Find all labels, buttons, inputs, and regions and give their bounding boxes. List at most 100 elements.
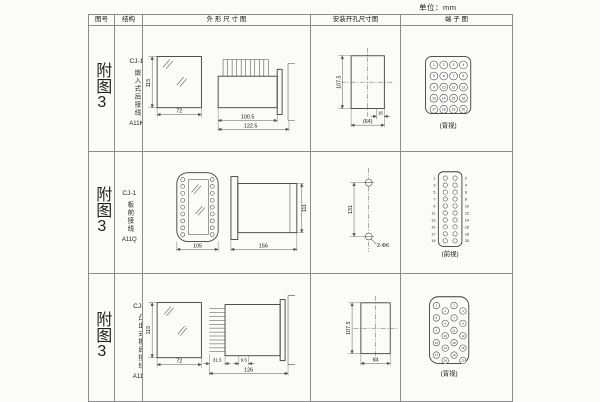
outline-drawing-a11h: 115 72 31.5 9.5 126	[146, 294, 295, 375]
svg-text:19: 19	[452, 353, 456, 357]
svg-text:16: 16	[461, 96, 465, 100]
side-view: 100.5 122.5	[216, 58, 295, 131]
dim-body-label: 100.5	[240, 114, 254, 120]
svg-text:6: 6	[444, 321, 446, 325]
svg-text:9: 9	[435, 328, 437, 332]
table-row-a11h: 附图3 CJ-1 凸出式板后接线 A11H 115 72	[88, 273, 513, 402]
dim-cutout-height: 107.5	[336, 75, 342, 88]
svg-text:1: 1	[433, 176, 435, 180]
svg-text:2: 2	[464, 176, 466, 180]
svg-text:11: 11	[452, 328, 455, 332]
svg-text:10: 10	[441, 85, 445, 89]
svg-text:9: 9	[432, 85, 434, 89]
svg-text:12: 12	[461, 85, 465, 89]
unit-label: 单位：mm	[419, 3, 457, 12]
col-header-structure: 结构	[114, 14, 143, 26]
dim-cutout-width: (64)	[362, 119, 372, 125]
svg-text:20: 20	[461, 107, 465, 111]
dim-length-label: 156	[258, 243, 267, 249]
col-header-outline: 外 形 尺 寸 图	[142, 14, 311, 26]
structure-desc: 凸出式板后接线	[136, 314, 143, 370]
svg-text:15: 15	[451, 96, 455, 100]
figure-cell: 附图3	[88, 273, 115, 402]
figure-ref: 附图3	[93, 61, 111, 111]
svg-text:5: 5	[435, 316, 437, 320]
structure-desc: 板前接线	[125, 201, 133, 233]
front-view: 115 72	[146, 55, 202, 118]
structure-desc: 嵌入式后接线	[132, 69, 140, 117]
side-view: 156 111	[229, 175, 308, 251]
type-code: A11Q	[121, 237, 137, 243]
figure-ref: 附图3	[93, 310, 111, 360]
figure-cell: 附图3	[88, 151, 115, 274]
mounting-drawing-a11q: 131 2-Φ6	[348, 167, 389, 252]
dim-height-label: 111	[302, 203, 308, 211]
svg-text:15: 15	[431, 225, 435, 229]
outline-drawing-a11k: 115 72 100.5 122.5	[146, 55, 295, 131]
svg-text:4: 4	[462, 309, 464, 313]
svg-text:13: 13	[434, 340, 438, 344]
svg-text:19: 19	[431, 239, 435, 243]
mounting-cell: 107.5 64	[310, 273, 401, 402]
outline-cell: 115 72 100.5 122.5	[142, 25, 311, 152]
dim-width-label: 72	[176, 108, 182, 114]
svg-text:15: 15	[452, 340, 456, 344]
svg-text:18: 18	[443, 358, 447, 362]
svg-text:14: 14	[441, 96, 445, 100]
dim-total-label: 126	[244, 367, 253, 373]
dim-cutout-width: 64	[372, 357, 378, 363]
svg-text:11: 11	[431, 211, 435, 215]
side-view: 31.5 9.5 126	[202, 294, 295, 375]
svg-text:7: 7	[453, 316, 455, 320]
dim-cutout-height: 107.5	[346, 321, 352, 334]
svg-text:7: 7	[452, 74, 454, 78]
svg-text:5: 5	[433, 190, 435, 194]
model-label: CJ-1	[129, 58, 143, 65]
svg-text:3: 3	[452, 63, 454, 67]
mounting-cell: 107.5 16 (64)	[310, 25, 401, 152]
svg-text:12: 12	[464, 211, 468, 215]
svg-text:14: 14	[443, 346, 447, 350]
svg-text:18: 18	[441, 107, 445, 111]
figure-cell: 附图3	[88, 25, 115, 152]
svg-text:6: 6	[464, 190, 466, 194]
dim-gap-label: 9.5	[240, 357, 247, 362]
svg-text:18: 18	[464, 232, 468, 236]
view-label: (背视)	[440, 368, 457, 377]
outline-drawing-a11q: 105 156 111	[175, 171, 308, 251]
svg-text:13: 13	[432, 96, 436, 100]
svg-text:3: 3	[433, 183, 435, 187]
col-header-terminal: 端 子 图	[400, 14, 513, 26]
structure-cell: CJ-1 板前接线 A11Q	[114, 151, 143, 274]
svg-text:17: 17	[434, 353, 438, 357]
model-label: CJ-1	[133, 303, 142, 310]
dim-hole-span: 131	[348, 205, 354, 214]
svg-text:3: 3	[453, 303, 455, 307]
svg-text:10: 10	[443, 333, 447, 337]
svg-text:5: 5	[432, 74, 434, 78]
svg-text:12: 12	[461, 333, 465, 337]
svg-text:4: 4	[464, 183, 466, 187]
dim-small-label: 16	[377, 110, 382, 115]
svg-text:4: 4	[462, 63, 464, 67]
dim-total-label: 122.5	[243, 123, 257, 129]
svg-text:17: 17	[432, 107, 436, 111]
model-label: CJ-1	[122, 190, 137, 197]
structure-cell: CJ-1 嵌入式后接线 A11K	[114, 25, 143, 152]
col-header-figure: 图号	[88, 14, 115, 26]
svg-text:20: 20	[464, 239, 468, 243]
col-header-mounting: 安装开孔尺寸图	[310, 14, 401, 26]
svg-text:14: 14	[464, 218, 468, 222]
svg-text:1: 1	[432, 63, 434, 67]
svg-text:19: 19	[451, 107, 455, 111]
front-view: 115 72	[146, 301, 202, 368]
svg-text:6: 6	[442, 74, 444, 78]
dim-width-label: 72	[176, 358, 182, 364]
terminal-dots-right	[209, 176, 215, 237]
